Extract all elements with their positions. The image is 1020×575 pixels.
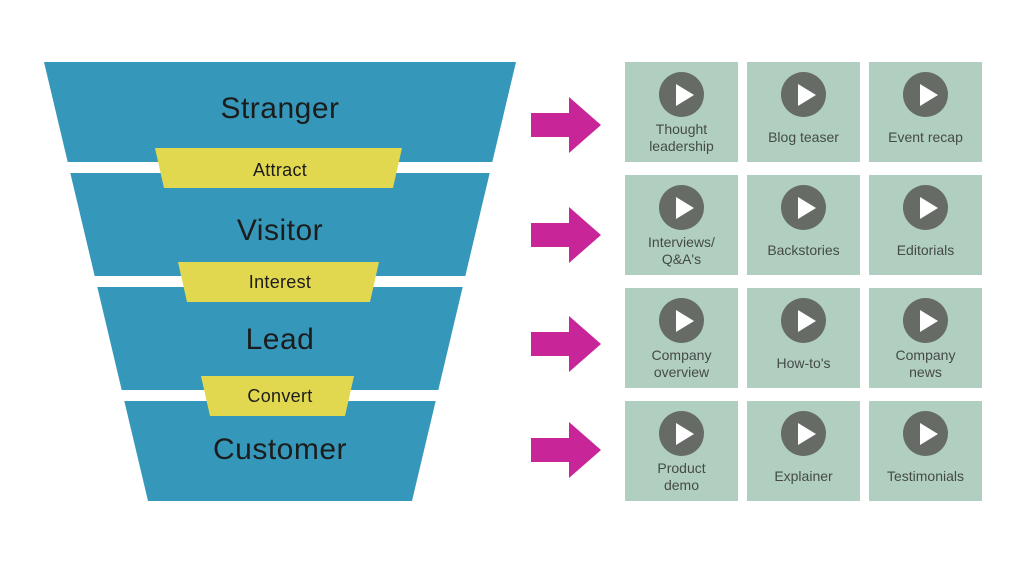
card-label: Backstories	[767, 230, 839, 275]
card-label: Interviews/ Q&A's	[648, 230, 715, 275]
play-icon	[903, 185, 948, 230]
play-icon	[903, 411, 948, 456]
card-label: How-to's	[776, 343, 830, 388]
funnel-stage-label-stranger: Stranger	[220, 92, 340, 125]
right-arrow-icon	[531, 316, 601, 372]
card-label: Blog teaser	[768, 117, 839, 162]
funnel-transition-shape-convert	[201, 376, 354, 416]
card-label-line: Company	[651, 346, 712, 363]
card-product-demo: Product demo	[625, 401, 738, 501]
card-label-line: news	[909, 363, 942, 380]
play-icon	[903, 72, 948, 117]
card-explainer: Explainer	[747, 401, 860, 501]
play-icon	[903, 298, 948, 343]
card-label: Event recap	[888, 117, 963, 162]
card-label-line: Q&A's	[661, 250, 702, 267]
card-blog-teaser: Blog teaser	[747, 62, 860, 162]
play-icon	[659, 185, 704, 230]
funnel-stage-shape-stranger	[44, 62, 516, 162]
play-icon	[781, 72, 826, 117]
card-backstories: Backstories	[747, 175, 860, 275]
funnel-stage-shape-lead	[97, 287, 463, 390]
card-label-line: Editorials	[896, 242, 955, 258]
card-label-line: Explainer	[774, 468, 833, 484]
card-label: Product demo	[657, 456, 705, 501]
card-label: Thought leadership	[649, 117, 714, 162]
card-label-line: overview	[653, 363, 710, 380]
funnel-transition-label-interest: Interest	[248, 272, 312, 292]
card-editorials: Editorials	[869, 175, 982, 275]
funnel-transition-shape-interest	[178, 262, 379, 302]
card-event-recap: Event recap	[869, 62, 982, 162]
card-company-overview: Company overview	[625, 288, 738, 388]
funnel-stage-label-customer: Customer	[212, 433, 348, 466]
card-label-line: Event recap	[888, 129, 963, 145]
card-interviews-qas: Interviews/ Q&A's	[625, 175, 738, 275]
funnel-stage-label-lead: Lead	[245, 323, 315, 356]
card-label: Editorials	[897, 230, 955, 275]
play-icon	[659, 72, 704, 117]
right-arrow-icon	[531, 207, 601, 263]
play-icon	[659, 298, 704, 343]
funnel-stage-label-visitor: Visitor	[236, 214, 324, 247]
card-label-line: demo	[663, 476, 700, 493]
funnel-transition-label-convert: Convert	[247, 386, 313, 406]
play-icon	[659, 411, 704, 456]
card-how-tos: How-to's	[747, 288, 860, 388]
card-label-line: Blog teaser	[768, 129, 839, 145]
card-label-line: leadership	[649, 137, 714, 154]
funnel-graphic	[44, 62, 516, 501]
right-arrow-icon	[531, 422, 601, 478]
play-icon	[781, 411, 826, 456]
play-icon	[781, 185, 826, 230]
card-label: Company overview	[652, 343, 712, 388]
card-label-line: Testimonials	[886, 468, 965, 484]
card-label: Testimonials	[887, 456, 964, 501]
card-company-news: Company news	[869, 288, 982, 388]
funnel-stage-shape-visitor	[70, 173, 490, 276]
content-card-grid: Thought leadership Blog teaser Event rec…	[625, 62, 982, 501]
card-testimonials: Testimonials	[869, 401, 982, 501]
card-label: Explainer	[774, 456, 832, 501]
right-arrow-icon	[531, 97, 601, 153]
card-label-line: Thought	[655, 120, 708, 137]
funnel-transition-label-attract: Attract	[252, 160, 308, 180]
card-label-line: Interviews/	[648, 233, 715, 250]
card-label-line: Product	[657, 459, 706, 476]
card-label-line: How-to's	[776, 355, 831, 371]
card-label-line: Company	[895, 346, 956, 363]
funnel-stage-shape-customer	[124, 401, 436, 501]
card-label-line: Backstories	[767, 242, 840, 258]
play-icon	[781, 298, 826, 343]
funnel-transition-shape-attract	[155, 148, 402, 188]
card-thought-leadership: Thought leadership	[625, 62, 738, 162]
card-label: Company news	[896, 343, 956, 388]
